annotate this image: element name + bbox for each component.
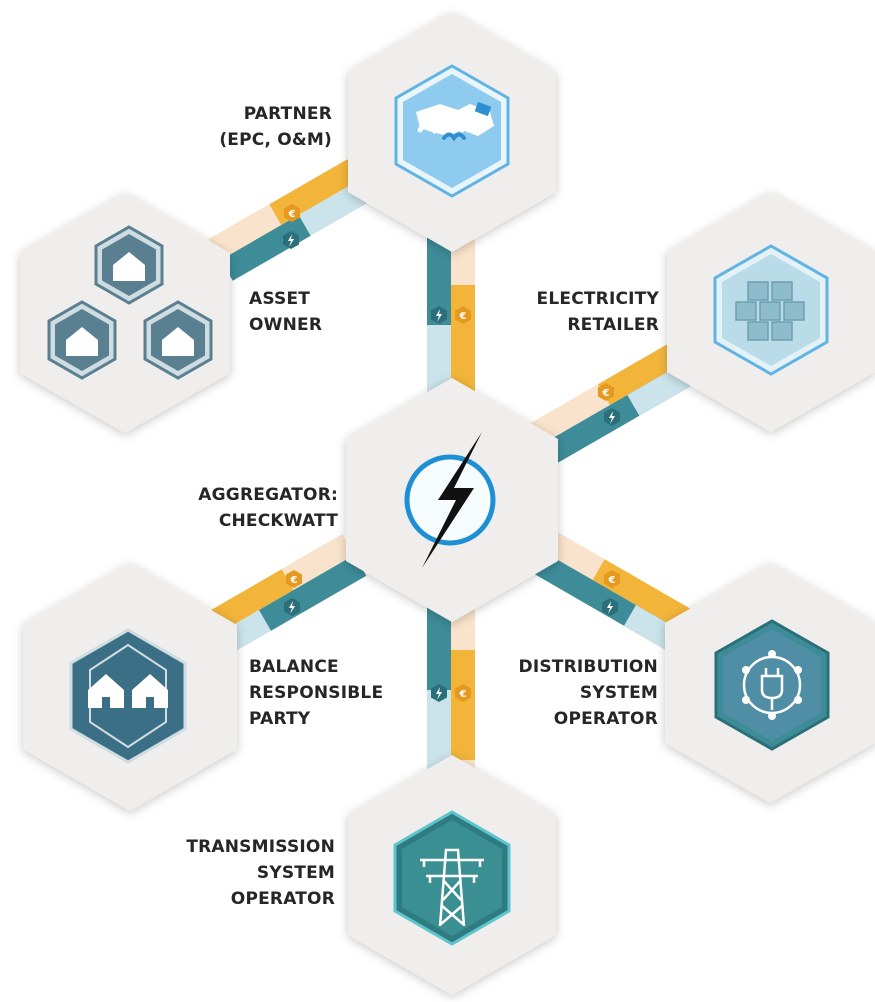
- label-line: DISTRIBUTION: [518, 657, 658, 677]
- label-line: ASSET: [249, 289, 311, 309]
- label-transmission-system-operator: TRANSMISSION SYSTEM OPERATOR: [186, 834, 335, 912]
- svg-text:€: €: [608, 575, 616, 586]
- euro-badge: €: [286, 570, 302, 588]
- label-partner: PARTNER (EPC, O&M): [219, 101, 332, 153]
- two-houses-icon: [69, 628, 187, 764]
- label-line: AGGREGATOR:: [198, 485, 338, 505]
- bolt-badge: [283, 231, 299, 249]
- bolt-badge: [431, 684, 447, 702]
- svg-text:€: €: [459, 689, 467, 700]
- flow-badges: € € € € €: [283, 204, 620, 702]
- label-line: ELECTRICITY: [536, 289, 659, 309]
- label-balance-responsible-party: BALANCE RESPONSIBLE PARTY: [249, 654, 383, 732]
- cube-stack-icon: [713, 244, 829, 376]
- bolt-badge: [431, 306, 447, 324]
- label-line: BALANCE: [249, 657, 339, 677]
- bolt-badge: [284, 598, 300, 616]
- svg-text:€: €: [459, 311, 467, 322]
- label-line: RETAILER: [567, 315, 659, 335]
- label-line: OPERATOR: [230, 889, 335, 909]
- label-line: SYSTEM: [579, 683, 658, 703]
- label-electricity-retailer: ELECTRICITY RETAILER: [537, 286, 659, 338]
- label-line: OWNER: [249, 315, 323, 335]
- label-line: SYSTEM: [256, 863, 335, 883]
- label-line: TRANSMISSION: [186, 837, 335, 857]
- euro-badge: €: [284, 204, 300, 222]
- label-asset-owner: ASSET OWNER: [249, 286, 322, 338]
- plug-network-icon: [714, 619, 830, 751]
- label-line: (EPC, O&M): [219, 130, 332, 150]
- euro-badge: €: [455, 306, 471, 324]
- label-line: RESPONSIBLE: [249, 683, 384, 703]
- transmission-tower-icon: [393, 810, 511, 946]
- euro-badge: €: [598, 383, 614, 401]
- label-line: CHECKWATT: [218, 511, 338, 531]
- label-line: PARTNER: [243, 104, 332, 124]
- svg-text:€: €: [290, 575, 298, 586]
- bolt-badge: [604, 408, 620, 426]
- label-line: OPERATOR: [553, 709, 658, 729]
- label-line: PARTY: [249, 709, 311, 729]
- bolt-badge: [602, 598, 618, 616]
- lightning-bolt-icon: [404, 432, 496, 568]
- euro-badge: €: [455, 684, 471, 702]
- label-distribution-system-operator: DISTRIBUTION SYSTEM OPERATOR: [519, 654, 658, 732]
- three-houses-icon: [47, 225, 213, 380]
- svg-text:€: €: [602, 388, 610, 399]
- label-aggregator: AGGREGATOR: CHECKWATT: [198, 482, 338, 534]
- svg-text:€: €: [288, 209, 296, 220]
- euro-badge: €: [604, 570, 620, 588]
- handshake-icon: [394, 64, 510, 198]
